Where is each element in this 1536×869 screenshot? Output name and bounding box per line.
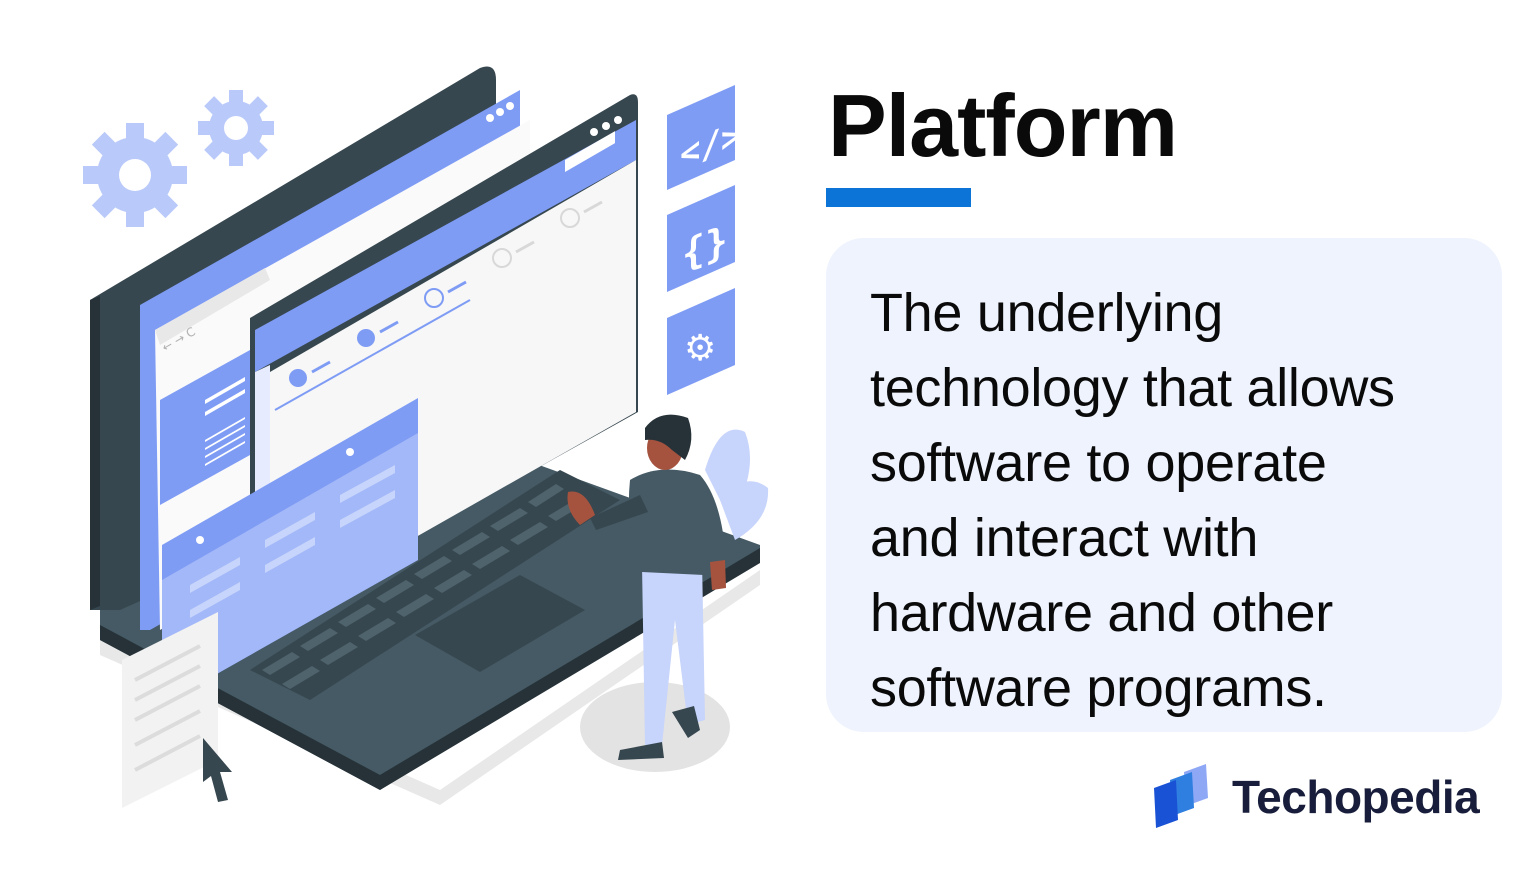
form-panel-body <box>162 433 418 705</box>
step-check-icon <box>357 329 375 347</box>
definition-line: software to operate <box>870 433 1327 493</box>
browser-tab <box>155 268 270 345</box>
definition-line: and interact with <box>870 508 1259 568</box>
trackpad <box>415 575 585 672</box>
person-hair <box>645 414 692 460</box>
keyboard-keys <box>262 484 586 689</box>
person-hoodie <box>628 469 726 575</box>
person-hand <box>567 491 595 525</box>
form-radio <box>346 448 354 456</box>
monitor-back-side <box>90 296 100 610</box>
definition-line: The underlying <box>870 283 1224 343</box>
platform-illustration: ← → C <box>83 66 769 808</box>
search-field <box>565 131 615 172</box>
window-dot <box>614 116 622 124</box>
step-5 <box>560 208 580 228</box>
gear-icon <box>198 90 274 166</box>
browser-window-front-bar <box>255 120 636 372</box>
document-lines <box>134 644 201 772</box>
person-arm <box>590 495 648 530</box>
window-dot <box>602 122 610 130</box>
definition-card: The underlying technology that allows so… <box>826 238 1502 732</box>
settings-gear-icon: ⚙ <box>684 328 716 369</box>
window-dot <box>590 128 598 136</box>
step-4 <box>492 248 512 268</box>
page-title: Platform <box>828 76 1178 175</box>
keyboard <box>250 470 620 700</box>
window-dot <box>506 102 514 110</box>
definition-line: technology that allows <box>870 358 1395 418</box>
plant-icon <box>705 429 769 540</box>
form-panel-fields <box>190 465 395 618</box>
window-dot <box>496 108 504 116</box>
person-shoes <box>618 742 664 760</box>
brand-name: Techopedia <box>1232 771 1480 823</box>
definition-text: The underlying technology that allows so… <box>870 276 1490 726</box>
document-page <box>122 612 218 808</box>
code-tag-tile: </> <box>667 85 741 190</box>
form-radio <box>196 536 204 544</box>
person-figure <box>567 414 726 760</box>
cursor-icon <box>203 738 232 802</box>
title-underline <box>826 188 971 207</box>
curly-braces-tile: {} <box>667 185 735 292</box>
techopedia-logo-icon <box>1154 764 1208 828</box>
definition-line: hardware and other <box>870 583 1333 643</box>
person-legs <box>642 560 705 745</box>
window-dot <box>486 114 494 122</box>
step-3 <box>424 288 444 308</box>
person-right-hand <box>710 560 726 590</box>
step-check-icon <box>289 369 307 387</box>
browser-back-lines <box>205 377 245 466</box>
settings-tile: ⚙ <box>667 288 735 395</box>
techopedia-logo[interactable]: Techopedia <box>1150 762 1480 832</box>
gear-icon <box>83 123 187 227</box>
progress-steps <box>274 200 603 411</box>
definition-line: software programs. <box>870 658 1327 718</box>
